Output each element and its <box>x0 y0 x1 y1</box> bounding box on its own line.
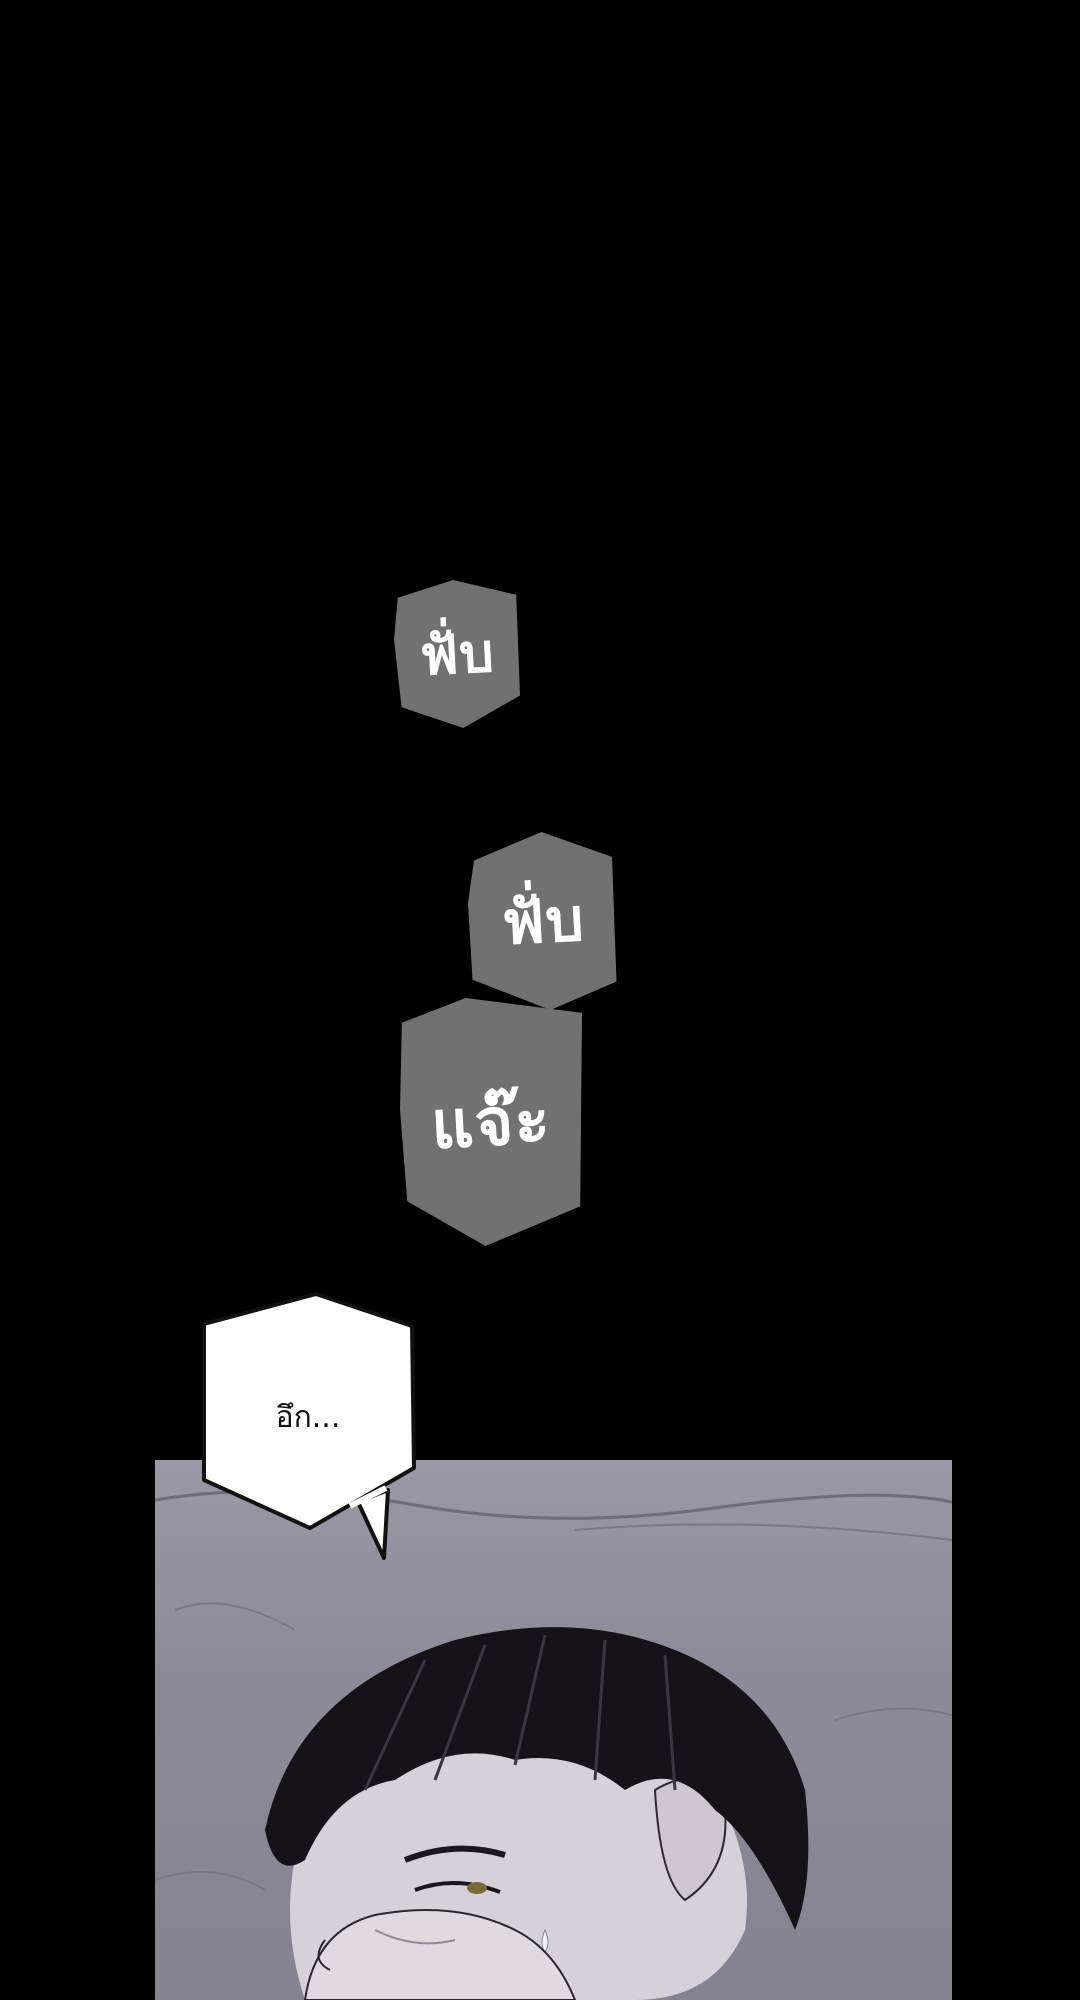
sound-effect-text-3: แจ๊ะ <box>429 1080 553 1164</box>
sound-effect-text-1: ฟั่บ <box>418 621 496 688</box>
comic-panel-sleeping-man <box>155 1460 952 2000</box>
speech-bubble-text: อึก... <box>275 1400 341 1435</box>
sound-effect-box-2: ฟั่บ <box>468 832 617 1010</box>
speech-bubble-shape <box>202 1292 416 1560</box>
speech-bubble: อึก... <box>198 1290 418 1560</box>
panel-illustration <box>155 1489 952 2000</box>
sound-effect-box-1: ฟั่บ <box>394 580 520 728</box>
sound-effect-box-3: แจ๊ะ <box>400 998 582 1246</box>
sound-effect-text-2: ฟั่บ <box>499 884 587 959</box>
